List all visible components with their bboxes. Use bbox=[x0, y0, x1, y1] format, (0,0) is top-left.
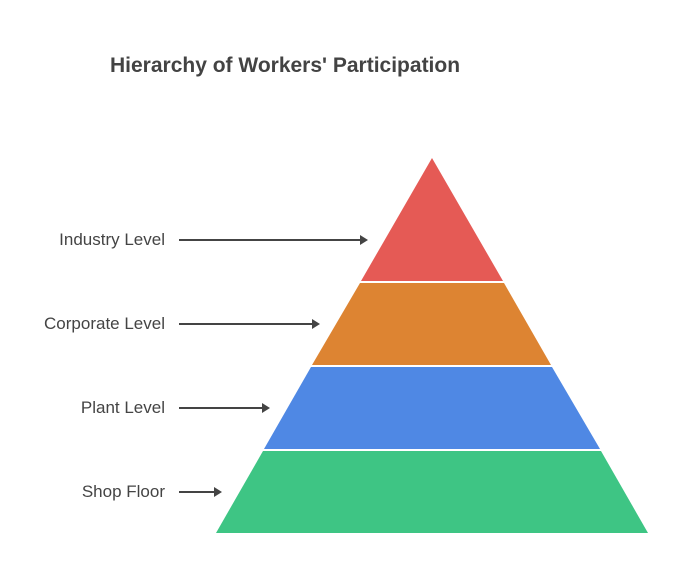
arrow-corporate bbox=[179, 319, 320, 329]
pyramid-layer-shop-floor bbox=[216, 451, 648, 533]
level-label-corporate: Corporate Level bbox=[44, 314, 165, 333]
level-label-shop-floor: Shop Floor bbox=[81, 482, 165, 501]
arrow-industry bbox=[179, 235, 368, 245]
arrow-plant bbox=[179, 403, 270, 413]
pyramid-layer-corporate bbox=[312, 283, 551, 365]
pyramid-layer-industry bbox=[361, 158, 503, 281]
arrow-shop-floor bbox=[179, 487, 222, 497]
level-label-plant: Plant Level bbox=[80, 398, 165, 417]
diagram-title: Hierarchy of Workers' Participation bbox=[110, 54, 461, 77]
pyramid-layer-plant bbox=[264, 367, 600, 449]
level-label-industry: Industry Level bbox=[59, 230, 165, 249]
